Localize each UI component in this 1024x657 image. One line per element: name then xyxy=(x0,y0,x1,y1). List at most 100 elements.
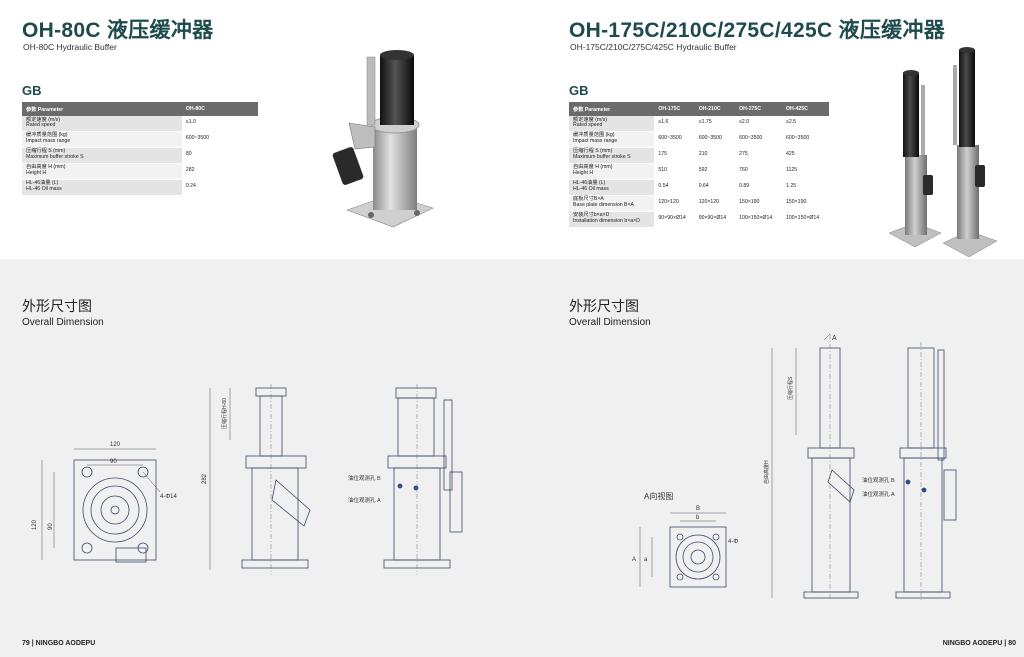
row-label-en: Maximum buffer stroke S xyxy=(26,154,84,161)
row-label-en: Rated speed xyxy=(26,122,56,129)
row-label-en: Height H xyxy=(573,170,594,177)
row-label-cn: 底板尺寸B×A xyxy=(573,196,604,203)
oh80c-product-photo xyxy=(332,50,434,228)
row-label-cn: 额定速度 (m/s) xyxy=(573,116,608,123)
oh-series-product-photo xyxy=(888,47,998,258)
row-label: 压缩行程 S (mm)Maximum buffer stroke S xyxy=(569,147,655,164)
row-value: 210 xyxy=(694,147,736,164)
row-label-cn: 缓冲质量范围 (kg) xyxy=(26,132,68,139)
dim-b-inner: b xyxy=(696,515,700,521)
row-value: 120×120 xyxy=(654,195,695,212)
height-label: 自由高度H xyxy=(763,460,770,484)
left-dimension-subtitle: Overall Dimension xyxy=(22,317,104,328)
row-value: 0.64 xyxy=(694,179,736,196)
oh-series-a-view-drawing: A向视图 B b A a 4-Φ xyxy=(632,491,738,588)
right-subtitle: OH-175C/210C/275C/425C Hydraulic Buffer xyxy=(570,42,737,52)
a-view-label: A向视图 xyxy=(644,491,673,501)
row-value: 150×190 xyxy=(782,195,829,212)
header-parameter: 参数 Parameter xyxy=(22,102,182,116)
row-value: 0.24 xyxy=(181,179,258,196)
row-value: ≤1.75 xyxy=(694,116,736,132)
row-label-cn: 额定速度 (m/s) xyxy=(26,116,61,123)
row-value: 1125 xyxy=(782,163,829,180)
row-value: ≤2.5 xyxy=(782,116,829,132)
right-footer: NINGBO AODEPU | 80 xyxy=(942,640,1016,647)
row-value: 80 xyxy=(181,147,258,164)
row-value: 600~3500 xyxy=(735,131,782,148)
row-value: 600~3500 xyxy=(782,131,829,148)
row-value: 175 xyxy=(654,147,695,164)
row-label: 额定速度 (m/s)Rated speed xyxy=(569,116,655,132)
stroke-label: 压缩行程H-80 xyxy=(221,398,228,429)
row-label: 缓冲质量范围 (kg)Impact mass range xyxy=(22,131,182,148)
row-value: 100×150×Ø14 xyxy=(782,211,829,228)
dim-b-outer: B xyxy=(696,506,700,512)
row-value: 510 xyxy=(654,163,695,180)
header-model: OH-275C xyxy=(735,102,782,116)
row-label: 自由高度 H (mm)Height H xyxy=(22,163,182,180)
row-label-en: HL-46 Oil mass xyxy=(573,186,609,193)
dim-282-label: 282 xyxy=(202,473,208,484)
row-label-en: HL-46 Oil mass xyxy=(26,186,62,193)
dim-a-inner: a xyxy=(644,557,648,563)
holes-label: 4-Φ14 xyxy=(160,494,177,500)
right-dimension-subtitle: Overall Dimension xyxy=(569,317,651,328)
row-value: 100×150×Ø14 xyxy=(735,211,782,228)
row-value: 592 xyxy=(694,163,736,180)
table-row: 额定速度 (m/s)Rated speed≤1.6≤1.75≤2.0≤2.5 xyxy=(569,116,829,132)
right-dimension-title: 外形尺寸图 xyxy=(569,298,639,314)
row-label-cn: 自由高度 H (mm) xyxy=(573,164,613,171)
row-label-cn: 自由高度 H (mm) xyxy=(26,164,66,171)
row-label-cn: 缓冲质量范围 (kg) xyxy=(573,132,615,139)
row-label: HL-46油量 (L)HL-46 Oil mass xyxy=(569,179,655,196)
right-gb-label: GB xyxy=(569,83,589,98)
left-title: OH-80C 液压缓冲器 xyxy=(22,19,214,42)
dim-90-label: 90 xyxy=(110,459,117,465)
right-title: OH-175C/210C/275C/425C 液压缓冲器 xyxy=(569,19,946,42)
dim-h120-label: 120 xyxy=(32,519,38,530)
row-value: ≤1.0 xyxy=(181,116,258,132)
row-value: 0.54 xyxy=(654,179,695,196)
row-label-cn: 安装尺寸b×a×D xyxy=(573,212,610,219)
holes-label: 4-Φ xyxy=(728,539,738,545)
row-value: ≤2.0 xyxy=(735,116,782,132)
row-value: 0.89 xyxy=(735,179,782,196)
row-label: 压缩行程 S (mm)Maximum buffer stroke S xyxy=(22,147,182,164)
row-label-en: Height H xyxy=(26,170,47,177)
table-row: HL-46油量 (L)HL-46 Oil mass 0.24 xyxy=(22,179,258,196)
row-value: 120×120 xyxy=(694,195,736,212)
header-model: OH-210C xyxy=(694,102,736,116)
oh80c-side-view-drawing: 282 压缩行程H-80 xyxy=(202,384,311,575)
header-model: OH-425C xyxy=(782,102,829,116)
row-value: 425 xyxy=(782,147,829,164)
oh-series-front-view-drawing: 油位观测孔 B 油位观测孔 A xyxy=(862,342,957,600)
left-gb-label: GB xyxy=(22,83,42,98)
row-label-en: Base plate dimension B×A xyxy=(573,202,634,209)
row-label-cn: HL-46油量 (L) xyxy=(573,180,606,187)
dim-h90-label: 90 xyxy=(48,523,54,530)
row-value: 600~3500 xyxy=(181,131,258,148)
row-value: 90×90×Ø14 xyxy=(654,211,695,228)
oil-b-label: 油位观测孔 B xyxy=(862,476,895,484)
oil-a-label: 油位观测孔 A xyxy=(348,496,381,504)
row-value: 1.25 xyxy=(782,179,829,196)
row-value: 150×190 xyxy=(735,195,782,212)
row-value: 600~3500 xyxy=(654,131,695,148)
row-label-en: Installation dimension b×a×D xyxy=(573,218,640,225)
row-label-cn: HL-46油量 (L) xyxy=(26,180,59,187)
row-value: 282 xyxy=(181,163,258,180)
arrow-a-label: A xyxy=(832,335,837,342)
row-value: 275 xyxy=(735,147,782,164)
oh80c-top-view-drawing: 120 90 120 90 4-Φ14 xyxy=(32,442,177,563)
